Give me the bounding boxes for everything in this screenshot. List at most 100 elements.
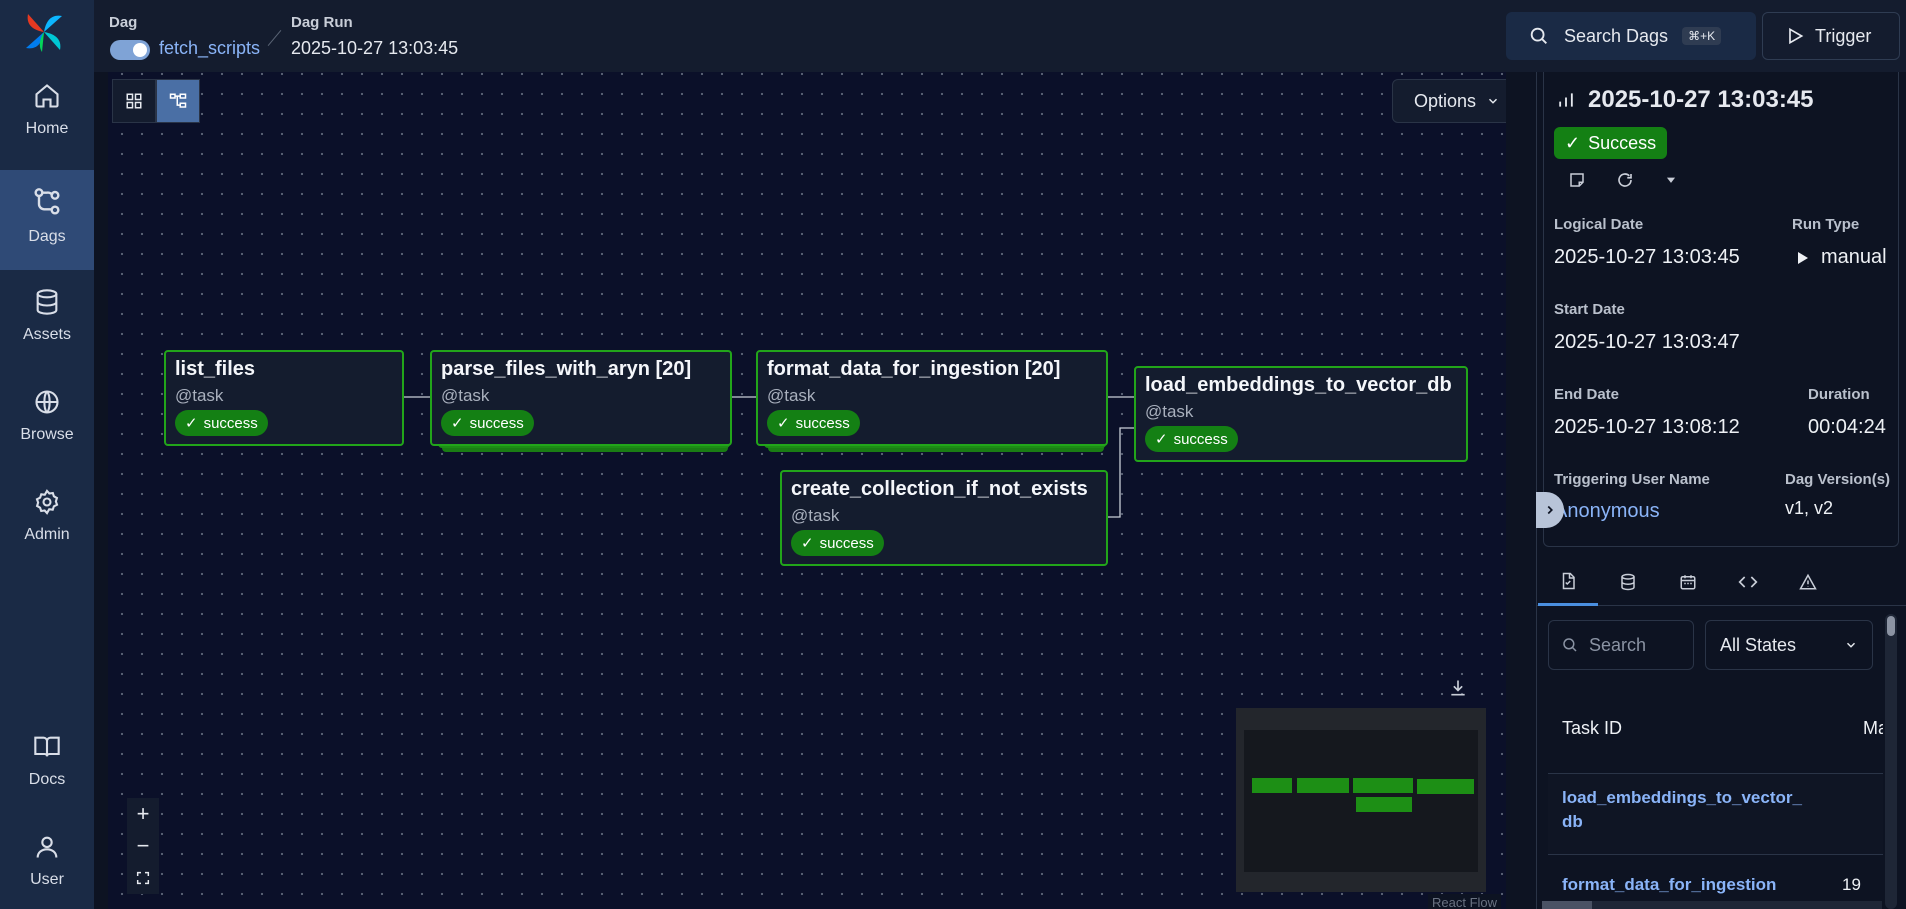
task-node-format-data-for-ingestion[interactable]: format_data_for_ingestion [20] @task ✓su…: [756, 350, 1108, 446]
trigger-button[interactable]: Trigger: [1762, 12, 1900, 60]
check-icon: ✓: [777, 415, 790, 432]
nav-admin[interactable]: Admin: [0, 488, 94, 588]
grid-view-button[interactable]: [112, 79, 156, 123]
task-node-create-collection-if-not-exists[interactable]: create_collection_if_not_exists @task ✓s…: [780, 470, 1108, 566]
zoom-in-button[interactable]: +: [136, 801, 150, 826]
graph-icon: [169, 93, 187, 108]
home-icon: [35, 84, 59, 108]
task-id-link-wrap[interactable]: db: [1562, 812, 1583, 831]
nav-user[interactable]: User: [0, 833, 94, 909]
nav-docs[interactable]: Docs: [0, 733, 94, 833]
duration-label: Duration: [1808, 386, 1870, 403]
task-search-field[interactable]: [1548, 620, 1694, 670]
search-icon: [1563, 638, 1577, 652]
main-nav: Home Dags Assets Browse Admin Docs User: [0, 0, 94, 909]
nav-home[interactable]: Home: [0, 82, 94, 182]
tab-events[interactable]: [1658, 558, 1718, 606]
state-filter-select[interactable]: All States: [1705, 620, 1873, 670]
dag-version-value: v1, v2: [1785, 498, 1834, 518]
panel-collapse-button[interactable]: [1536, 492, 1564, 528]
nav-assets[interactable]: Assets: [0, 288, 94, 388]
dag-version-label: Dag Version(s): [1785, 471, 1891, 488]
minimap-node: [1356, 797, 1412, 812]
view-switcher: [112, 79, 200, 123]
zoom-out-button[interactable]: −: [136, 833, 150, 858]
run-type-text: manual: [1821, 246, 1887, 268]
table-horizontal-scrollbar[interactable]: [1542, 901, 1882, 909]
table-row[interactable]: load_embeddings_to_vector_ db: [1548, 774, 1883, 854]
scrollbar-thumb[interactable]: [1542, 901, 1592, 909]
triggering-user-value[interactable]: Anonymous: [1554, 500, 1660, 522]
task-title: parse_files_with_aryn [20]: [441, 358, 692, 380]
task-id-link[interactable]: load_embeddings_to_vector_: [1562, 788, 1802, 807]
task-search-input[interactable]: [1589, 634, 1679, 656]
graph-canvas[interactable]: Options list_files @task ✓success parse_…: [108, 72, 1506, 909]
airflow-logo[interactable]: [20, 8, 68, 56]
react-flow-attribution[interactable]: React Flow: [1428, 894, 1502, 909]
dag-caption: Dag: [109, 14, 138, 31]
status-badge: ✓success: [791, 530, 884, 556]
task-instances-table: Task ID Ma load_embeddings_to_vector_ db…: [1548, 690, 1883, 909]
table-row[interactable]: format_data_for_ingestion 19: [1548, 855, 1883, 909]
graph-view-button[interactable]: [156, 79, 200, 123]
dag-run-name[interactable]: 2025-10-27 13:03:45: [291, 38, 459, 58]
column-header-task-id[interactable]: Task ID: [1562, 718, 1623, 738]
fullscreen-icon: [136, 871, 150, 885]
run-summary-card: 2025-10-27 13:03:45 ✓ Success Logical Da…: [1543, 72, 1899, 547]
status-label: success: [795, 414, 850, 432]
task-node-parse-files-with-aryn[interactable]: parse_files_with_aryn [20] @task ✓succes…: [430, 350, 732, 446]
column-header-map-index[interactable]: Ma: [1863, 718, 1883, 738]
nav-dags[interactable]: Dags: [0, 170, 94, 270]
status-badge: ✓success: [175, 410, 268, 436]
run-status-label: Success: [1588, 132, 1657, 153]
run-type-label: Run Type: [1792, 216, 1860, 233]
tab-assets[interactable]: [1598, 558, 1658, 606]
caret-down-icon[interactable]: [1664, 173, 1678, 187]
nav-browse[interactable]: Browse: [0, 388, 94, 488]
task-node-list-files[interactable]: list_files @task ✓success: [164, 350, 404, 446]
fit-view-button[interactable]: [127, 862, 159, 894]
minimap[interactable]: [1236, 708, 1486, 892]
breadcrumb-separator: [267, 30, 282, 46]
status-badge: ✓ success: [767, 410, 860, 436]
options-button[interactable]: Options: [1392, 79, 1506, 123]
minimap-node: [1297, 778, 1349, 793]
run-status-badge: ✓ Success: [1554, 127, 1668, 159]
task-title: list_files: [175, 358, 256, 380]
end-date-value: 2025-10-27 13:08:12: [1554, 416, 1740, 438]
status-badge: ✓success: [1145, 426, 1238, 452]
task-id-link[interactable]: format_data_for_ingestion: [1562, 875, 1777, 894]
status-label: success: [819, 534, 874, 552]
search-dags-label: Search Dags: [1564, 25, 1669, 46]
state-filter-value: All States: [1720, 634, 1797, 655]
file-check-icon: [1562, 572, 1575, 589]
download-icon[interactable]: [1448, 678, 1468, 698]
scrollbar-thumb[interactable]: [1887, 616, 1895, 636]
task-title: load_embeddings_to_vector_db: [1145, 374, 1452, 396]
refresh-icon[interactable]: [1616, 171, 1634, 189]
tab-task-instances[interactable]: [1538, 558, 1598, 606]
task-title: format_data_for_ingestion [20]: [767, 358, 1061, 380]
dag-pause-toggle[interactable]: [110, 40, 150, 60]
dag-link[interactable]: fetch_scripts: [159, 38, 261, 58]
mapped-stack: [768, 446, 1104, 452]
table-divider: [1548, 854, 1883, 855]
dag-run-caption: Dag Run: [291, 14, 353, 31]
grid-icon: [126, 93, 142, 109]
play-icon: [1789, 27, 1804, 45]
book-icon: [34, 736, 60, 757]
task-type: @task: [791, 506, 840, 525]
trigger-label: Trigger: [1815, 25, 1872, 46]
tab-code[interactable]: [1718, 558, 1778, 606]
tab-warnings[interactable]: [1778, 558, 1838, 606]
nav-label: Assets: [22, 326, 71, 343]
run-title-text: 2025-10-27 13:03:45: [1588, 86, 1814, 113]
top-header: Dag fetch_scripts Dag Run 2025-10-27 13:…: [94, 0, 1906, 72]
search-dags-button[interactable]: Search Dags ⌘+K: [1506, 12, 1756, 60]
chevron-right-icon: [1547, 505, 1553, 515]
chevron-down-icon: [1846, 642, 1856, 648]
gear-icon: [35, 489, 59, 515]
note-icon[interactable]: [1568, 171, 1586, 189]
task-node-load-embeddings-to-vector-db[interactable]: load_embeddings_to_vector_db @task ✓succ…: [1134, 366, 1468, 462]
table-vertical-scrollbar[interactable]: [1885, 614, 1897, 909]
